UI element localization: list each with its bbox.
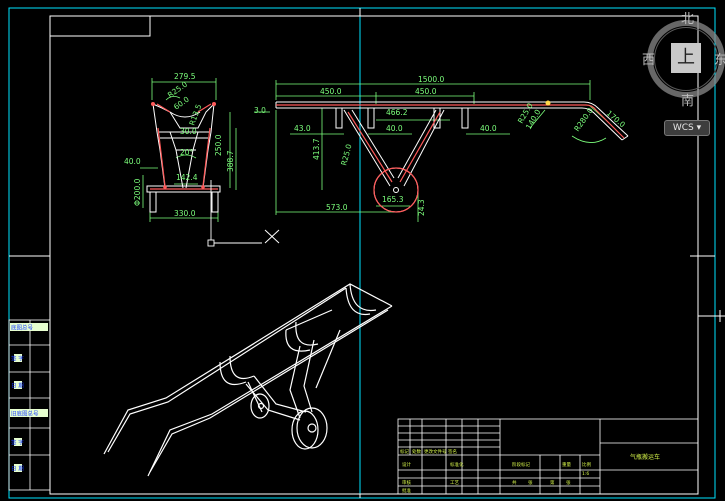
- side-dim-9: 413.7: [312, 138, 321, 160]
- front-view[interactable]: 279.5 R25.0 60.0 30.0 R13.5 20° 142.4 40…: [124, 72, 237, 222]
- side-dim-7: 40.0: [386, 124, 403, 133]
- title-block: 标记 处数 更改文件号 签名 设计 标准化 阶段标记 重量 比例 审核 工艺 批…: [397, 418, 699, 495]
- front-view-tube-highlight: [150, 103, 218, 190]
- front-dim-7: 142.4: [176, 173, 198, 182]
- tb-cell-16: 张: [566, 479, 571, 486]
- front-dim-3: 60.0: [172, 95, 191, 112]
- side-dim-12: 165.3: [382, 195, 404, 204]
- front-dim-8: 40.0: [124, 157, 141, 166]
- compass-south[interactable]: 南: [681, 94, 695, 109]
- side-dim-4: 466.2: [386, 108, 408, 117]
- left-table-cell-1: 底图总号: [11, 324, 34, 332]
- front-dim-1: 279.5: [174, 72, 196, 81]
- tb-cell-8: 重量: [562, 461, 571, 468]
- tb-cell-7: 阶段标记: [512, 461, 530, 468]
- tb-cell-15: 第: [550, 479, 555, 486]
- side-dim-16: R280.0: [572, 106, 595, 133]
- front-dim-6: 20°: [180, 148, 194, 157]
- side-dim-6: 43.0: [294, 124, 311, 133]
- tb-cell-13: 共: [512, 479, 517, 486]
- front-dim-11: 250.0: [214, 134, 223, 156]
- compass-ring[interactable]: [647, 20, 725, 98]
- wcs-menu-button[interactable]: WCS ▾: [664, 120, 710, 136]
- side-view-tube-highlight: [276, 104, 625, 213]
- left-table-cell-3: 日 期: [11, 383, 24, 390]
- tb-cell-12: 批准: [402, 487, 411, 494]
- side-view-points: [545, 100, 551, 106]
- left-table-cell-2: 签 字: [11, 355, 24, 363]
- front-view-frame-lines: [146, 103, 221, 213]
- front-view-points: [151, 102, 216, 189]
- sheet-frame: [8, 7, 716, 499]
- drawing-title: 气瓶搬运车: [630, 453, 660, 461]
- front-dim-12: 388.7: [226, 150, 235, 172]
- tb-cell-1: 标记: [400, 448, 409, 455]
- compass-north[interactable]: 北: [681, 12, 695, 27]
- tb-cell-6: 标准化: [450, 461, 464, 468]
- left-table-cell-5: 签 字: [11, 439, 24, 447]
- side-dim-13: 24.3: [417, 199, 426, 216]
- side-dim-2: 450.0: [320, 87, 342, 96]
- isometric-view[interactable]: [103, 283, 393, 477]
- side-view-frame-lines: [275, 101, 629, 213]
- compass-west[interactable]: 西: [642, 53, 656, 68]
- tb-cell-11: 工艺: [450, 480, 459, 486]
- tb-cell-2: 处数: [412, 448, 421, 455]
- crosshair-cursor: [264, 229, 280, 244]
- front-dim-9: 330.0: [174, 209, 196, 218]
- side-dim-5: 3.0: [254, 106, 266, 115]
- drawing-border: [9, 8, 725, 498]
- front-dim-4: 30.0: [180, 127, 197, 136]
- front-dim-10: Φ200.0: [133, 178, 142, 206]
- side-dim-10: R25.0: [339, 143, 353, 167]
- ucs-icon: [207, 180, 262, 247]
- side-view-dimension-lines: [254, 80, 609, 222]
- left-table-cell-6: 日 期: [11, 466, 24, 473]
- side-dim-11: 573.0: [326, 203, 348, 212]
- compass-inner-ring: [654, 27, 718, 91]
- side-dim-1: 1500.0: [418, 75, 444, 84]
- tb-cell-3: 更改文件号: [424, 448, 447, 455]
- left-table-cell-4: 旧底图总号: [11, 410, 39, 418]
- front-dim-5: R13.5: [187, 103, 203, 127]
- tb-cell-17: 1:6: [582, 471, 589, 477]
- side-dim-8: 40.0: [480, 124, 497, 133]
- viewcube-compass[interactable]: 北 南 西 东 上 WCS ▾: [642, 6, 725, 136]
- side-dim-3: 450.0: [415, 87, 437, 96]
- tb-cell-14: 张: [528, 479, 533, 486]
- compass-east[interactable]: 东: [714, 53, 725, 68]
- viewcube-top-face[interactable]: 上: [671, 43, 701, 73]
- left-signature-table: 底图总号 签 字 日 期 旧底图总号 签 字 日 期: [8, 319, 51, 491]
- tb-cell-9: 比例: [582, 461, 591, 468]
- tb-cell-5: 设计: [402, 461, 411, 468]
- tb-cell-4: 签名: [448, 448, 457, 455]
- side-view[interactable]: 1500.0 450.0 450.0 466.2 3.0 43.0 40.0 4…: [254, 75, 629, 222]
- tb-cell-10: 审核: [402, 479, 411, 486]
